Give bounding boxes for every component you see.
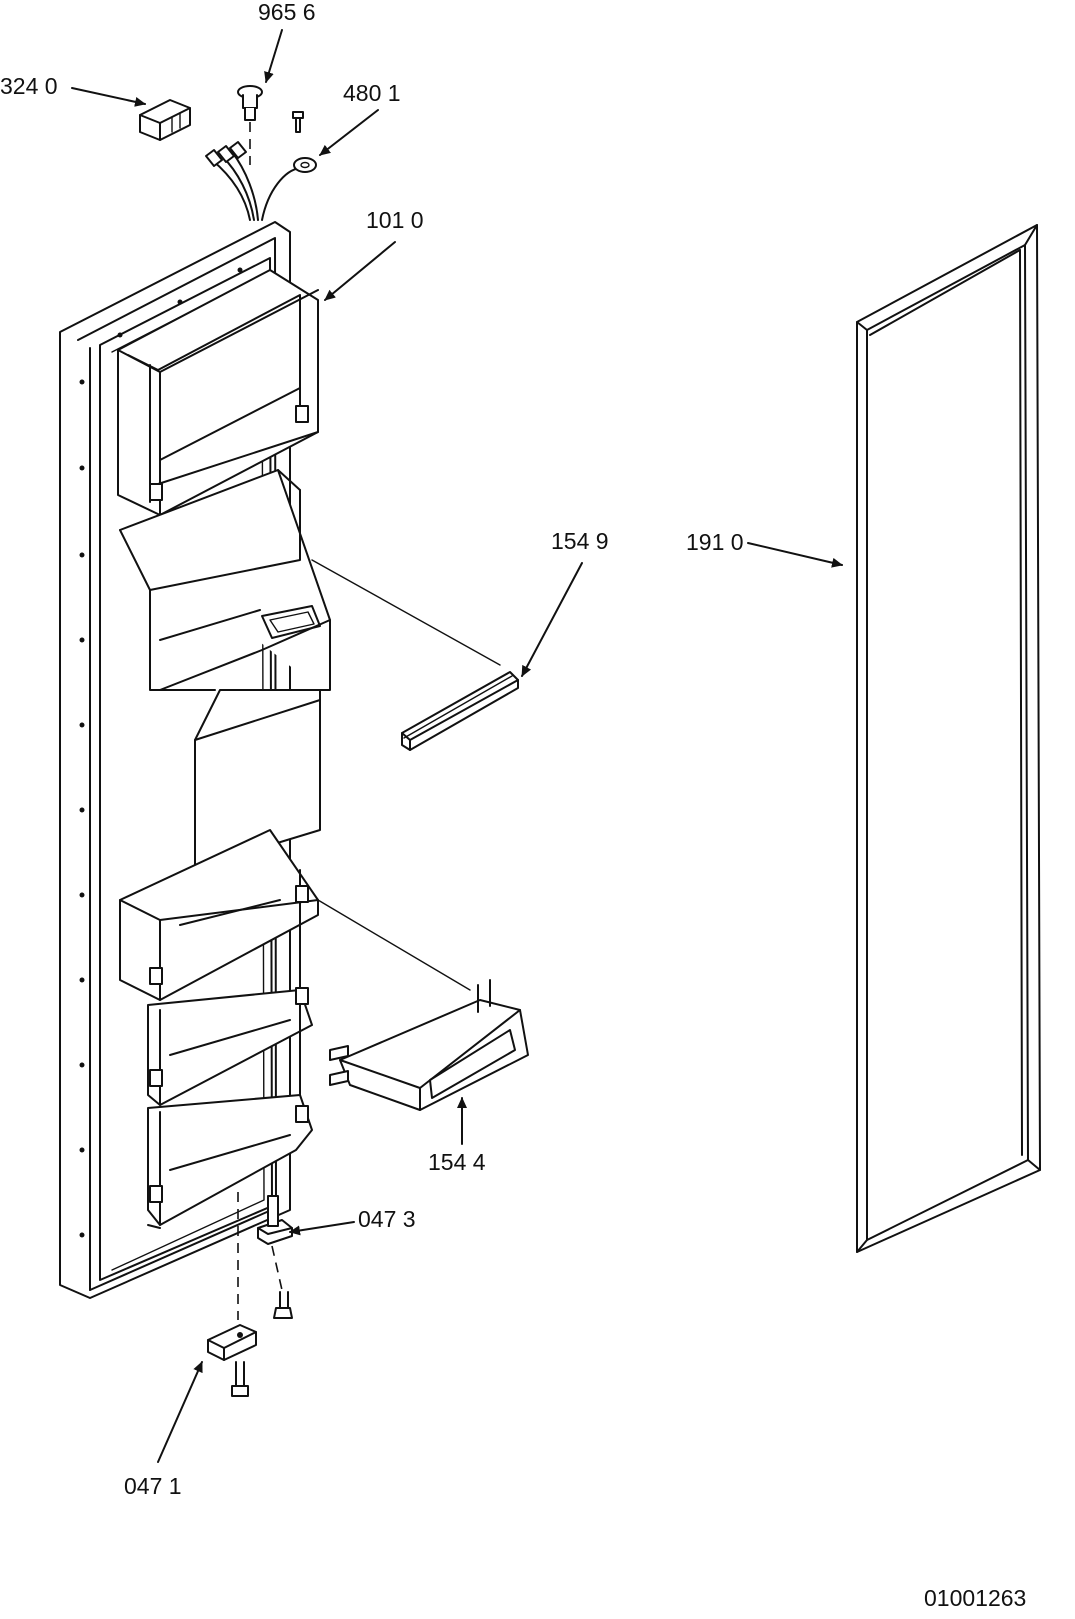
leader-arrows bbox=[71, 29, 843, 1463]
door-assembly bbox=[59, 221, 331, 1299]
door-bin-part bbox=[329, 979, 529, 1111]
callout-047-1: 047 1 bbox=[124, 1473, 182, 1499]
hinge-screw-upper bbox=[273, 1291, 293, 1319]
lower-hinge-part bbox=[207, 1324, 257, 1361]
hinge-guide-line bbox=[271, 1245, 283, 1291]
leader-line-strip bbox=[311, 559, 501, 666]
callout-191-0: 191 0 bbox=[686, 529, 744, 555]
light-socket-part bbox=[237, 85, 263, 121]
door-gasket-part bbox=[856, 224, 1041, 1253]
leader-line-bin bbox=[317, 899, 471, 991]
callout-965-6: 965 6 bbox=[258, 0, 316, 25]
callout-101-0: 101 0 bbox=[366, 207, 424, 233]
callout-154-9: 154 9 bbox=[551, 528, 609, 554]
connector-part bbox=[139, 99, 191, 141]
upper-hinge-part bbox=[257, 1195, 293, 1245]
trim-strip-part bbox=[401, 671, 519, 751]
hinge-screw-lower bbox=[231, 1361, 249, 1397]
callout-324-0: 324 0 bbox=[0, 73, 58, 99]
callout-480-1: 480 1 bbox=[343, 80, 401, 106]
callout-047-3: 047 3 bbox=[358, 1206, 416, 1232]
drawing-number: 01001263 bbox=[924, 1585, 1026, 1611]
callout-154-4: 154 4 bbox=[428, 1149, 486, 1175]
screw-top bbox=[292, 111, 304, 133]
wire-harness bbox=[205, 141, 317, 221]
